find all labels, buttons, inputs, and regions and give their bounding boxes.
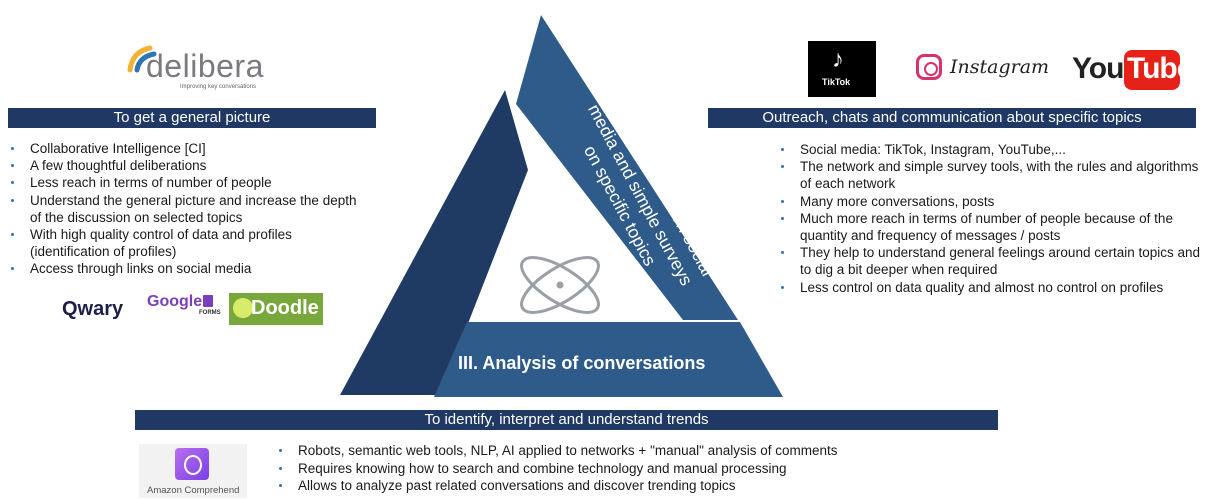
segment-surveys bbox=[340, 90, 528, 395]
list-item: A few thoughtful deliberations bbox=[8, 157, 368, 174]
list-item: They help to understand general feelings… bbox=[778, 244, 1206, 278]
bottom-banner: To identify, interpret and understand tr… bbox=[135, 410, 998, 430]
list-item: Allows to analyze past related conversat… bbox=[276, 477, 976, 495]
doodle-d-circle bbox=[233, 298, 253, 318]
brain-icon bbox=[175, 448, 209, 480]
surveys-label: I. In-depth surveys and deliberations bbox=[318, 156, 423, 323]
left-bullet-list: Collaborative Intelligence [CI] A few th… bbox=[8, 140, 368, 278]
conversations-label: II. Conversations on social media and si… bbox=[580, 88, 718, 289]
list-item: Less control on data quality and almost … bbox=[778, 279, 1206, 296]
list-item: The network and simple survey tools, wit… bbox=[778, 158, 1206, 192]
segment-conversations bbox=[516, 15, 738, 320]
list-item: Social media: TikTok, Instagram, YouTube… bbox=[778, 141, 1206, 158]
list-item: Robots, semantic web tools, NLP, AI appl… bbox=[276, 442, 976, 460]
list-item: Many more conversations, posts bbox=[778, 193, 1206, 210]
right-bullet-list: Social media: TikTok, Instagram, YouTube… bbox=[778, 141, 1206, 296]
google-forms-logo: Google FORMS bbox=[147, 293, 221, 316]
amazon-comprehend-logo: Amazon Comprehend bbox=[139, 444, 247, 498]
list-item: Access through links on social media bbox=[8, 260, 368, 277]
segment-analysis bbox=[434, 322, 783, 397]
bottom-bullet-list: Robots, semantic web tools, NLP, AI appl… bbox=[276, 442, 976, 495]
youtube-logo: You Tube bbox=[1072, 50, 1193, 90]
list-item: Much more reach in terms of number of pe… bbox=[778, 210, 1206, 244]
triangle-diagram bbox=[340, 15, 783, 397]
delibera-tagline: Improving key conversations bbox=[180, 84, 257, 90]
list-item: With high quality control of data and pr… bbox=[8, 226, 368, 260]
delibera-logo: delibera Improving key conversations bbox=[124, 40, 274, 92]
delibera-wordmark: delibera bbox=[146, 48, 264, 84]
qwary-logo: Qwary bbox=[62, 298, 124, 320]
list-item: Requires knowing how to search and combi… bbox=[276, 460, 976, 478]
list-item: Collaborative Intelligence [CI] bbox=[8, 140, 368, 157]
list-item: Less reach in terms of number of people bbox=[8, 174, 368, 191]
atom-icon bbox=[520, 256, 600, 314]
right-banner: Outreach, chats and communication about … bbox=[708, 108, 1196, 128]
tiktok-logo: ♪ TikTok bbox=[808, 41, 876, 97]
analysis-label: III. Analysis of conversations bbox=[458, 353, 706, 373]
camera-icon bbox=[916, 54, 942, 80]
instagram-logo: Instagram bbox=[916, 52, 1049, 88]
delibera-swirl-icon bbox=[127, 45, 157, 73]
left-banner: To get a general picture bbox=[8, 108, 376, 128]
forms-icon bbox=[203, 295, 213, 307]
doodle-logo: Doodle bbox=[229, 293, 323, 325]
music-note-icon: ♪ bbox=[832, 46, 844, 73]
list-item: Understand the general picture and incre… bbox=[8, 192, 368, 226]
